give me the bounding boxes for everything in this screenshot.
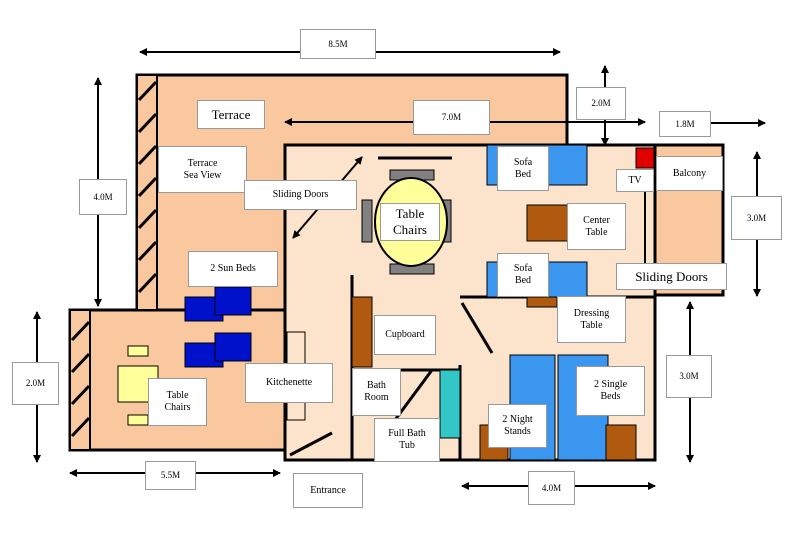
two-single-beds-label: 2 Single Beds xyxy=(576,366,645,416)
bath-tub xyxy=(439,369,461,439)
bathroom-door xyxy=(393,369,434,421)
terrace-label: Terrace xyxy=(197,100,265,129)
entrance-door xyxy=(289,431,333,457)
entrance-label: Entrance xyxy=(293,473,363,508)
lower-terrace-wall xyxy=(69,309,91,451)
center-table-label: Center Table xyxy=(567,203,626,250)
sliding-doors-upper-label: Sliding Doors xyxy=(244,180,357,210)
chair xyxy=(127,345,149,357)
dim-terrace-depth: 2.0M xyxy=(576,87,626,120)
dim-balcony-gap: 1.8M xyxy=(659,111,711,137)
balcony-label: Balcony xyxy=(656,156,723,191)
lower-terrace-wall-hatch xyxy=(70,320,91,438)
table-chairs-small-label: Table Chairs xyxy=(148,378,207,426)
tv-label: TV xyxy=(616,169,654,192)
chair xyxy=(127,414,149,426)
dressing-table xyxy=(526,296,558,308)
sun-bed xyxy=(214,286,252,316)
cupboard-label: Cupboard xyxy=(374,315,436,355)
full-bath-tub-label: Full Bath Tub xyxy=(374,418,440,462)
dim-right-lower-height: 3.0M xyxy=(666,355,712,398)
terrace-wall xyxy=(136,74,158,311)
bath-room-label: Bath Room xyxy=(352,368,401,416)
night-stand-right xyxy=(605,424,637,461)
two-sun-beds-label: 2 Sun Beds xyxy=(188,251,278,287)
sofa-bed-bottom-label: Sofa Bed xyxy=(497,253,549,297)
dressing-table-label: Dressing Table xyxy=(557,296,626,343)
sun-bed xyxy=(214,332,252,362)
dim-bottom-right-width: 4.0M xyxy=(528,471,575,505)
chair xyxy=(361,199,373,243)
sofa-bed-top-label: Sofa Bed xyxy=(497,146,549,191)
dim-bottom-left-width: 5.5M xyxy=(145,461,196,490)
dim-top-width: 8.5M xyxy=(300,29,376,59)
dim-balcony-height: 3.0M xyxy=(731,196,782,240)
bedroom-door xyxy=(460,302,494,354)
terrace-sea-view-label: Terrace Sea View xyxy=(158,146,247,193)
sliding-doors-right-label: Sliding Doors xyxy=(616,263,727,290)
table-chairs-main-label: Table Chairs xyxy=(380,203,440,241)
dim-terrace-width: 7.0M xyxy=(413,100,490,135)
dim-left-height: 4.0M xyxy=(79,179,127,215)
tv xyxy=(635,147,655,169)
cupboard xyxy=(351,296,373,368)
two-night-stands-label: 2 Night Stands xyxy=(488,404,547,448)
terrace-wall-hatch xyxy=(137,80,158,294)
dim-left-lower-height: 2.0M xyxy=(12,362,59,405)
kitchenette-label: Kitchenette xyxy=(245,363,333,403)
